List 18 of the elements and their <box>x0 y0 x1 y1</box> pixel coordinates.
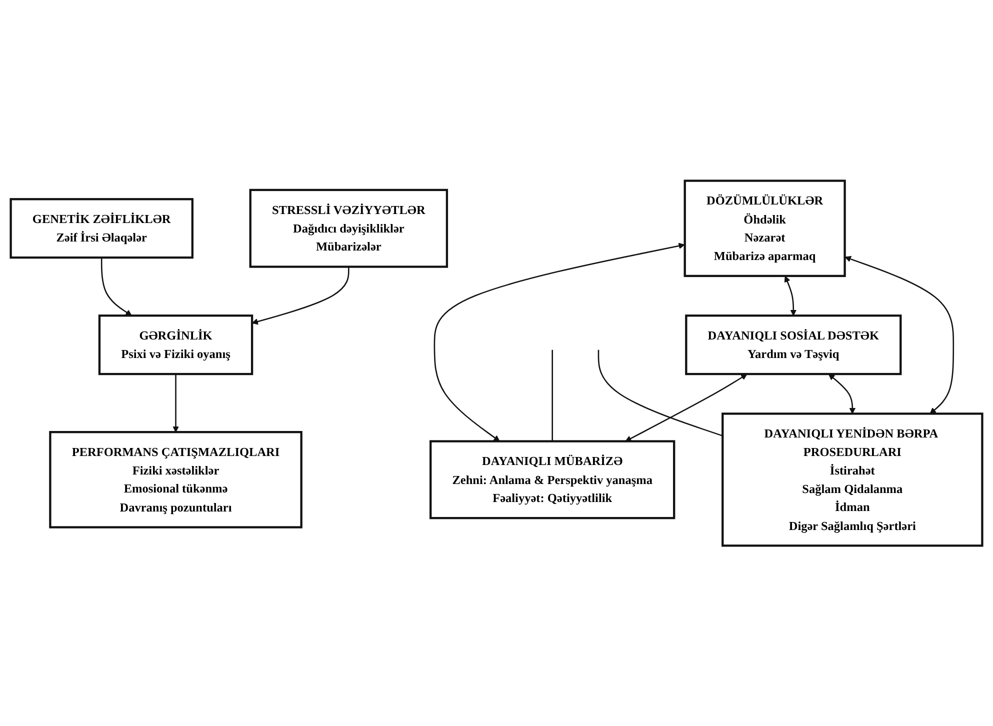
arrow <box>625 374 748 442</box>
node-box: GENETİK ZƏİFLİKLƏR Zəif İrsi Əlaqələr <box>10 198 194 258</box>
arrow <box>252 266 350 324</box>
arrow <box>828 374 856 414</box>
node-box: PERFORMANS ÇATIŞMAZLIQLARI Fiziki xəstəliklər Emosional tükənmə Davranış pozuntuları <box>49 430 302 528</box>
arrow <box>784 276 797 316</box>
node-box: DAYANIQLI YENİDƏN BƏRPA PROSEDURLARI İstirahət Sağlam Qidalanma İdman Digər Sağlamlıq Şərtləri <box>722 412 984 547</box>
node-box: STRESSLİ VƏZİYYƏTLƏR Dağıdıcı dəyişikliklər Mübarizələr <box>249 188 448 268</box>
arrow <box>434 242 685 442</box>
arrow <box>172 374 179 432</box>
arrow <box>100 257 132 316</box>
node-box: DAYANIQLI MÜBARİZƏ Zehni: Anlama & Perspektiv yanaşma Fəaliyyət: Qətiyyətlilik <box>430 440 676 519</box>
node-box: DÖZÜMLÜLÜKLƏR Öhdəlik Nəzarət Mübarizə aparmaq <box>684 179 846 277</box>
connector <box>598 350 723 436</box>
node-box: GƏRGİNLİK Psixi və Fiziki oyanış <box>98 314 254 375</box>
connector <box>552 350 553 442</box>
arrow <box>844 256 954 414</box>
node-box: DAYANIQLI SOSİAL DƏSTƏK Yardım və Təşviq <box>685 314 902 375</box>
